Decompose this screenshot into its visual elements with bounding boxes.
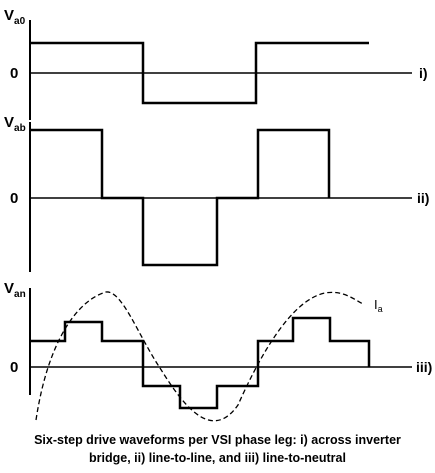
panel-2-zero-label: 0 bbox=[10, 190, 18, 207]
panel-vab: Vab 0 ii) bbox=[4, 114, 429, 272]
panel-1-zero-label: 0 bbox=[10, 65, 18, 82]
current-label: Ia bbox=[374, 297, 383, 314]
panel-2-axis-label: Vab bbox=[4, 114, 26, 134]
panel-3-six-step-wave bbox=[30, 316, 371, 410]
panel-1-axis-label: Va0 bbox=[4, 7, 26, 27]
panel-1-square-wave bbox=[30, 41, 369, 105]
caption-line-2: bridge, ii) line-to-line, and iii) line-… bbox=[89, 451, 346, 465]
phase-current-curve bbox=[35, 291, 364, 422]
panel-3-zero-label: 0 bbox=[10, 359, 18, 376]
panel-van: Van 0 iii) Ia bbox=[4, 280, 432, 422]
panel-1-roman-label: i) bbox=[419, 65, 428, 81]
panel-va0: Va0 0 i) bbox=[4, 7, 428, 120]
panel-3-axis-label: Van bbox=[4, 280, 26, 300]
figure-caption: Six-step drive waveforms per VSI phase l… bbox=[0, 431, 435, 467]
caption-line-1: Six-step drive waveforms per VSI phase l… bbox=[34, 433, 401, 447]
panel-3-roman-label: iii) bbox=[416, 359, 432, 375]
panel-2-roman-label: ii) bbox=[417, 190, 429, 206]
panel-2-line-to-line-wave bbox=[30, 128, 331, 267]
